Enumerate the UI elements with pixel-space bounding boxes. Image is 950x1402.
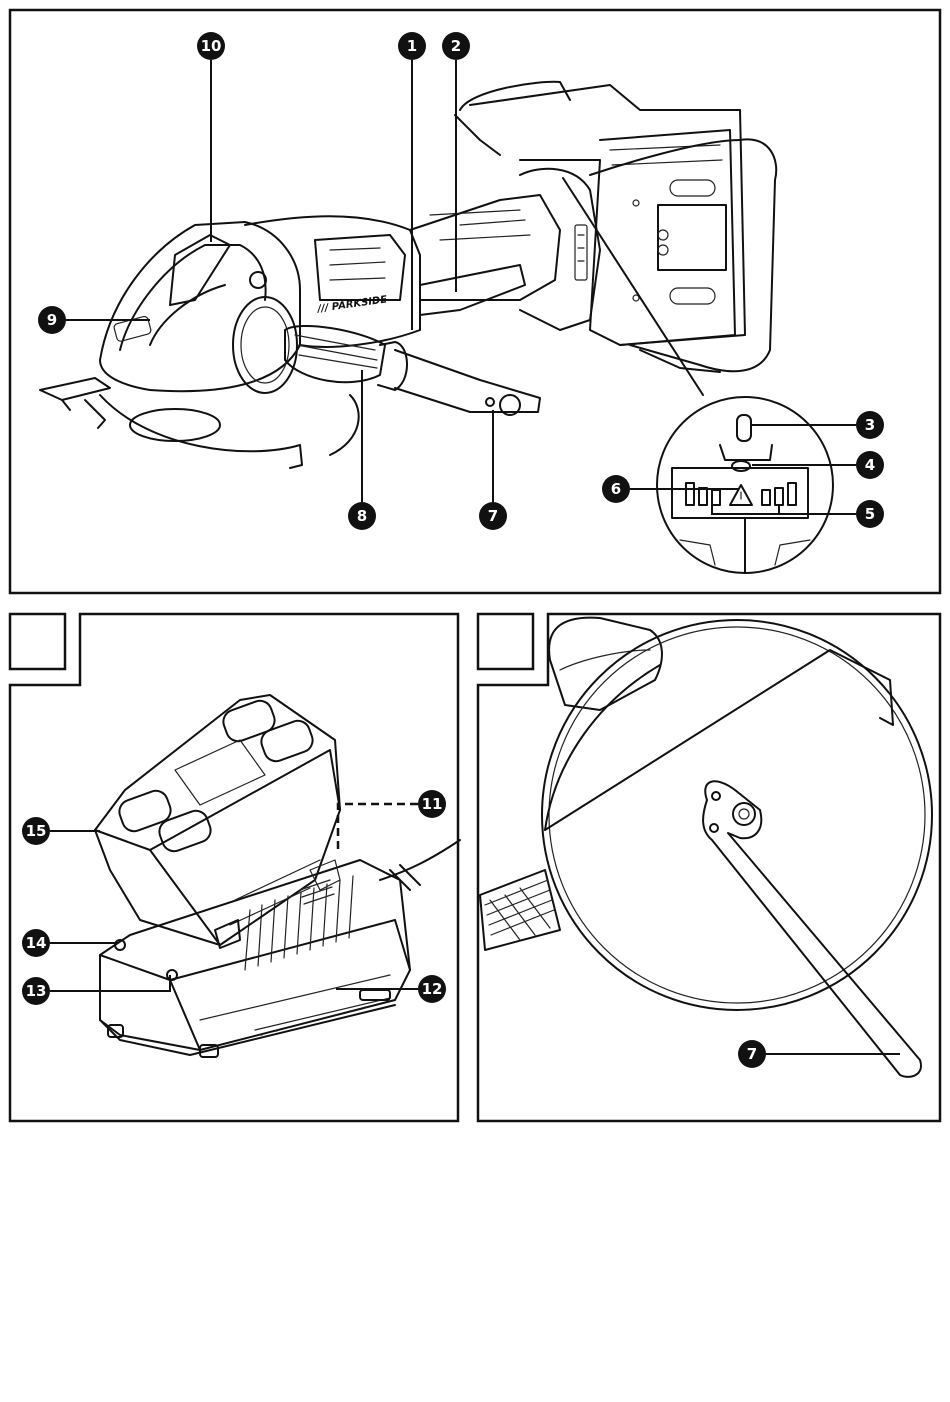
top-panel-leader-lines bbox=[66, 60, 856, 514]
callout-14: 14 bbox=[22, 929, 50, 957]
svg-text:13: 13 bbox=[26, 982, 47, 1000]
svg-text:2: 2 bbox=[451, 37, 461, 55]
svg-text:15: 15 bbox=[26, 822, 47, 840]
callout-3: 3 bbox=[856, 411, 884, 439]
svg-text:11: 11 bbox=[422, 795, 443, 813]
callout-2: 2 bbox=[442, 32, 470, 60]
svg-text:3: 3 bbox=[865, 416, 875, 434]
callout-10: 10 bbox=[197, 32, 225, 60]
bottom-right-figure-tab bbox=[478, 614, 533, 669]
svg-text:7: 7 bbox=[488, 507, 498, 525]
callout-4: 4 bbox=[856, 451, 884, 479]
svg-text:9: 9 bbox=[47, 311, 57, 329]
callout-8: 8 bbox=[348, 502, 376, 530]
callout-7b: 7 bbox=[738, 1040, 766, 1068]
callout-15: 15 bbox=[22, 817, 50, 845]
battery-and-charger-illustration bbox=[95, 695, 460, 1057]
svg-text:14: 14 bbox=[26, 934, 47, 952]
callout-13: 13 bbox=[22, 977, 50, 1005]
callout-7: 7 bbox=[479, 502, 507, 530]
callout-11: 11 bbox=[418, 790, 446, 818]
callout-5: 5 bbox=[856, 500, 884, 528]
callout-12: 12 bbox=[418, 975, 446, 1003]
callout-1: 1 bbox=[398, 32, 426, 60]
svg-text:4: 4 bbox=[865, 456, 875, 474]
svg-text:5: 5 bbox=[865, 505, 875, 523]
callout-9: 9 bbox=[38, 306, 66, 334]
disc-and-spanner-illustration bbox=[480, 618, 932, 1077]
svg-text:12: 12 bbox=[422, 980, 443, 998]
bottom-right-panel-frame bbox=[478, 614, 940, 1121]
angle-grinder-illustration: /// PARKSIDE bbox=[40, 82, 776, 468]
brand-label: /// PARKSIDE bbox=[316, 294, 388, 315]
bottom-left-figure-tab bbox=[10, 614, 65, 669]
callout-6: 6 bbox=[602, 475, 630, 503]
svg-text:1: 1 bbox=[407, 37, 417, 55]
svg-text:6: 6 bbox=[611, 480, 621, 498]
svg-text:7: 7 bbox=[747, 1045, 757, 1063]
svg-text:8: 8 bbox=[357, 507, 367, 525]
svg-text:10: 10 bbox=[201, 37, 222, 55]
